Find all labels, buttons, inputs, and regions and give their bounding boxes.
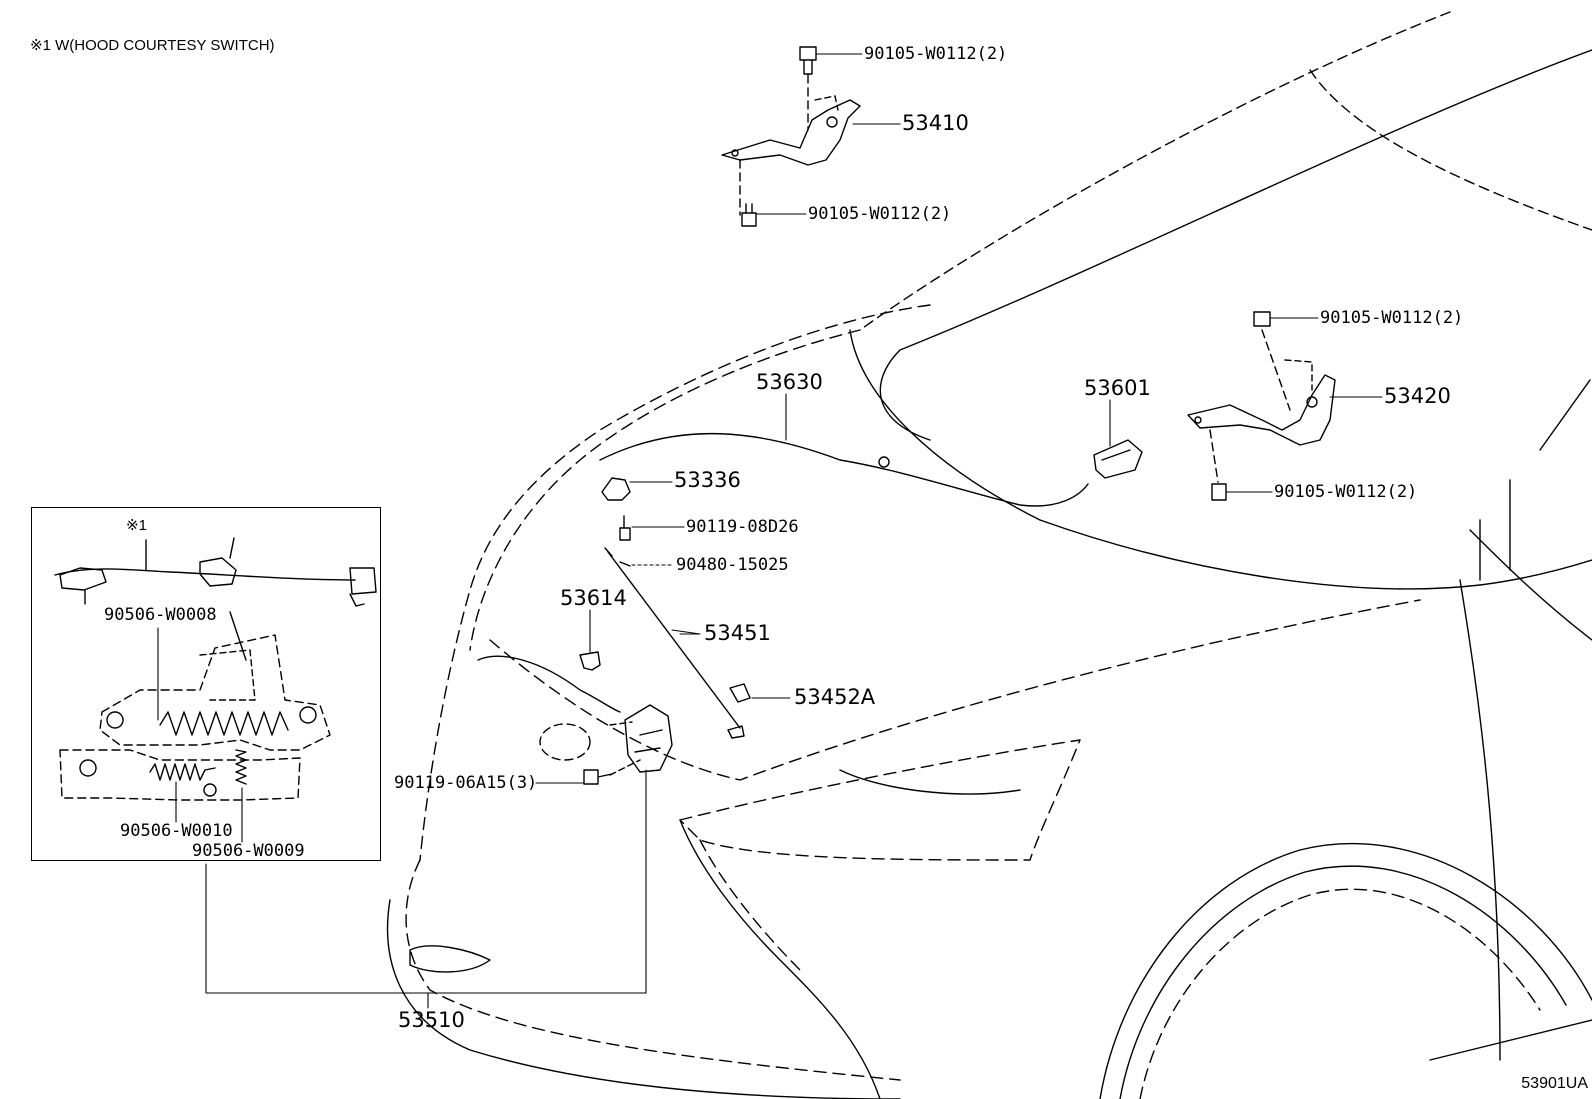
- bumper-lower: [386, 899, 901, 1099]
- hood-rear-edge: [859, 11, 1451, 331]
- hood-outer: [419, 304, 931, 861]
- leader-lines: [205, 53, 1383, 1009]
- switch-note: ※1 W(HOOD COURTESY SWITCH): [30, 37, 275, 54]
- label-53410: 53410: [902, 111, 969, 135]
- inset-frame: [31, 507, 381, 861]
- label-90119-08d26: 90119-08D26: [686, 517, 799, 537]
- label-90105-w0112-b: 90105-W0112(2): [808, 204, 952, 224]
- support-rod-53451: [607, 551, 741, 729]
- cable-53630: [477, 432, 1089, 713]
- hinge-53420: [1187, 311, 1336, 501]
- grille-edge: [679, 819, 881, 1099]
- hood-side: [849, 329, 1041, 521]
- label-90506-w0010: 90506-W0010: [120, 821, 233, 841]
- clip-53614: [579, 651, 601, 671]
- car-body-outline: [386, 11, 1592, 1099]
- bolt-a: [799, 46, 817, 75]
- inset-detail: [54, 537, 377, 843]
- hood-leading-edge: [1039, 519, 1592, 590]
- hood-lock-53510: [624, 704, 673, 773]
- grommet-90480: [619, 561, 631, 567]
- label-53510: 53510: [398, 1008, 465, 1032]
- lower-body: [1429, 1019, 1592, 1061]
- label-53336: 53336: [674, 468, 741, 492]
- label-90506-w0008: 90506-W0008: [104, 605, 217, 625]
- label-53420: 53420: [1384, 384, 1451, 408]
- windshield-line: [879, 49, 1592, 441]
- bolt-c: [1253, 311, 1271, 327]
- fender-line: [1459, 579, 1501, 1061]
- diagram-code: 53901UA: [1521, 1075, 1588, 1092]
- small-parts: [579, 477, 751, 785]
- holder-53452a: [729, 683, 751, 703]
- emblem-outline: [539, 723, 591, 761]
- label-53452a: 53452A: [794, 685, 876, 709]
- label-53630: 53630: [756, 370, 823, 394]
- label-53451: 53451: [704, 621, 771, 645]
- label-90105-w0112-c: 90105-W0112(2): [1320, 308, 1464, 328]
- bolt-90119-06a15: [583, 769, 613, 785]
- label-90105-w0112-a: 90105-W0112(2): [864, 44, 1008, 64]
- spring-w0008: [159, 711, 289, 736]
- hood-inner: [469, 329, 861, 651]
- screw-90119-08d26: [619, 515, 631, 541]
- label-53601: 53601: [1084, 376, 1151, 400]
- label-90119-06a15: 90119-06A15(3): [394, 773, 538, 793]
- fog-lamp: [409, 945, 491, 973]
- inset-mark: ※1: [126, 517, 147, 534]
- label-90105-w0112-d: 90105-W0112(2): [1274, 482, 1418, 502]
- label-90480-15025: 90480-15025: [676, 555, 789, 575]
- support-holder-53336: [601, 477, 631, 501]
- hood-crease: [489, 599, 1421, 781]
- pillar-4: [1539, 379, 1591, 451]
- label-90506-w0009: 90506-W0009: [192, 841, 305, 861]
- spring-w0009: [235, 749, 247, 785]
- bolt-d: [1211, 483, 1227, 501]
- release-handle-53601: [1093, 439, 1143, 479]
- bumper-upper: [405, 859, 901, 1081]
- headlamp: [679, 739, 1081, 861]
- grille-edge-2: [699, 839, 801, 971]
- label-53614: 53614: [560, 586, 627, 610]
- pillar: [1469, 529, 1592, 641]
- spring-w0010: [149, 763, 216, 781]
- wheel-arch-mid: [1119, 865, 1567, 1099]
- bolt-b: [741, 203, 757, 227]
- windshield-top: [1309, 69, 1592, 231]
- wheel-arch-inner: [1139, 888, 1541, 1099]
- headlamp-inner: [839, 769, 1021, 795]
- hinge-53410: [721, 46, 861, 227]
- wheel-arch-outer: [1099, 842, 1592, 1099]
